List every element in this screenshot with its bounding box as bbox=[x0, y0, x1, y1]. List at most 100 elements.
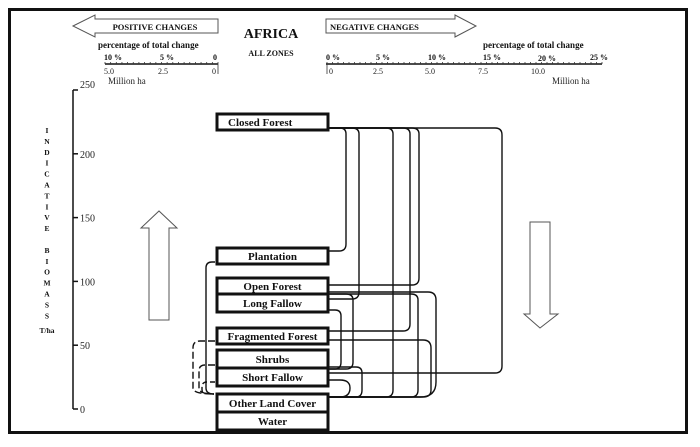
class-label: Short Fallow bbox=[242, 372, 303, 384]
class-label: Shrubs bbox=[256, 354, 290, 366]
positive-changes-label: POSITIVE CHANGES bbox=[113, 22, 198, 32]
negative-changes-label: NEGATIVE CHANGES bbox=[330, 22, 419, 32]
right-unit-label: Million ha bbox=[552, 76, 590, 86]
biomass-label-letter: S bbox=[45, 311, 49, 320]
biomass-label-letter: A bbox=[44, 181, 50, 190]
connector-closed-to-long-fallow bbox=[329, 127, 360, 300]
biomass-tick-label: 100 bbox=[80, 277, 95, 288]
biomass-label-letter: V bbox=[44, 213, 50, 222]
class-label: Open Forest bbox=[243, 281, 301, 293]
increase-arrow bbox=[139, 210, 179, 321]
class-box-shrubs: Shrubs bbox=[215, 348, 330, 370]
transition-connectors bbox=[192, 127, 503, 398]
right-mha-tick: 5.0 bbox=[425, 67, 435, 76]
class-box-water: Water bbox=[215, 410, 330, 432]
class-box-border bbox=[215, 410, 330, 432]
class-label: Fragmented Forest bbox=[228, 331, 318, 343]
biomass-label-letter: I bbox=[46, 202, 49, 211]
class-box-other-land-cover: Other Land Cover bbox=[215, 392, 330, 414]
left-pct-tick: 0 bbox=[213, 53, 217, 62]
connector-shrubs-to-other bbox=[329, 366, 363, 398]
class-label: Closed Forest bbox=[228, 117, 293, 129]
right-pct-tick: 10 % bbox=[428, 53, 446, 62]
connector-other-to-fragmented bbox=[192, 340, 215, 395]
biomass-label-letter: I bbox=[46, 159, 49, 168]
class-box-fragmented-forest: Fragmented Forest bbox=[215, 326, 330, 346]
right-pct-tick: 20 % bbox=[538, 54, 556, 63]
left-mha-tick: 2.5 bbox=[158, 67, 168, 76]
connector-closed-to-fragmented bbox=[329, 127, 411, 332]
biomass-tick-label: 150 bbox=[80, 214, 95, 225]
left-unit-label: Million ha bbox=[108, 76, 146, 86]
right-mha-tick: 2.5 bbox=[373, 67, 383, 76]
class-label: Long Fallow bbox=[243, 298, 302, 310]
biomass-label-letter: C bbox=[44, 170, 49, 179]
left-mha-tick: 0 bbox=[212, 67, 216, 76]
right-mha-tick: 7.5 bbox=[478, 67, 488, 76]
class-box-border bbox=[215, 292, 330, 314]
left-pct-axis-label: percentage of total change bbox=[98, 40, 199, 50]
diagram-frame bbox=[8, 8, 688, 434]
class-box-border bbox=[215, 246, 330, 266]
biomass-label-letter: I bbox=[46, 257, 49, 266]
class-box-border bbox=[215, 112, 330, 132]
biomass-label-letter: I bbox=[46, 126, 49, 135]
class-box-open-forest: Open Forest bbox=[215, 276, 330, 296]
biomass-label-letter: M bbox=[43, 279, 50, 288]
biomass-tick-label: 250 bbox=[80, 80, 95, 91]
biomass-tick-label: 200 bbox=[80, 150, 95, 161]
right-mha-tick: 10.0 bbox=[531, 67, 545, 76]
class-box-plantation: Plantation bbox=[215, 246, 330, 266]
left-change-axis: percentage of total change 10 % 5 % 0 5.… bbox=[98, 40, 219, 86]
biomass-label-letter: T bbox=[44, 191, 49, 200]
class-box-border bbox=[215, 326, 330, 346]
class-box-long-fallow: Long Fallow bbox=[215, 292, 330, 314]
connector-closed-to-open bbox=[329, 127, 420, 286]
positive-changes-arrow: POSITIVE CHANGES bbox=[71, 14, 219, 38]
chart-title: AFRICA bbox=[244, 27, 299, 42]
connector-fragmented-to-other bbox=[329, 339, 432, 398]
chart-subtitle: ALL ZONES bbox=[248, 49, 294, 58]
left-pct-tick: 10 % bbox=[104, 53, 122, 62]
class-box-closed-forest: Closed Forest bbox=[215, 112, 330, 132]
right-change-axis: percentage of total change 0 % 5 % 10 % … bbox=[326, 40, 608, 86]
connector-closed-to-plantation bbox=[329, 127, 347, 252]
connector-open-to-other bbox=[329, 293, 419, 398]
biomass-unit-label: T/ha bbox=[39, 326, 54, 335]
connector-closed-to-short-fallow bbox=[329, 127, 503, 374]
connector-closed-to-other bbox=[329, 127, 394, 398]
biomass-label-letter: N bbox=[44, 137, 50, 146]
connector-open-to-shrubs bbox=[329, 293, 354, 370]
class-box-border bbox=[215, 366, 330, 388]
biomass-tick-label: 50 bbox=[80, 341, 90, 352]
left-mha-tick: 5.0 bbox=[104, 67, 114, 76]
negative-changes-arrow: NEGATIVE CHANGES bbox=[325, 14, 478, 38]
biomass-tick-label: 0 bbox=[80, 405, 85, 416]
biomass-label-letter: A bbox=[44, 290, 50, 299]
biomass-label-letter: S bbox=[45, 300, 49, 309]
class-label: Water bbox=[258, 416, 287, 428]
right-pct-axis-label: percentage of total change bbox=[483, 40, 584, 50]
connector-other-to-plantation bbox=[205, 261, 215, 395]
right-mha-tick: 0 bbox=[329, 67, 333, 76]
right-pct-tick: 0 % bbox=[326, 53, 340, 62]
biomass-label-letter: E bbox=[44, 224, 49, 233]
down-arrow-icon bbox=[522, 221, 560, 329]
connector-other-to-short bbox=[201, 381, 215, 395]
biomass-label-letter: B bbox=[44, 246, 49, 255]
connector-long-to-short bbox=[329, 309, 342, 370]
right-pct-tick: 25 % bbox=[590, 53, 608, 62]
left-pct-tick: 5 % bbox=[160, 53, 174, 62]
class-label: Plantation bbox=[248, 251, 297, 263]
up-arrow-icon bbox=[139, 210, 179, 321]
connector-short-to-other bbox=[329, 379, 351, 398]
class-box-short-fallow: Short Fallow bbox=[215, 366, 330, 388]
decrease-arrow bbox=[522, 221, 560, 329]
biomass-label-letter: D bbox=[44, 148, 50, 157]
biomass-label-letter: O bbox=[44, 268, 50, 277]
right-pct-tick: 15 % bbox=[483, 53, 501, 62]
right-pct-tick: 5 % bbox=[376, 53, 390, 62]
